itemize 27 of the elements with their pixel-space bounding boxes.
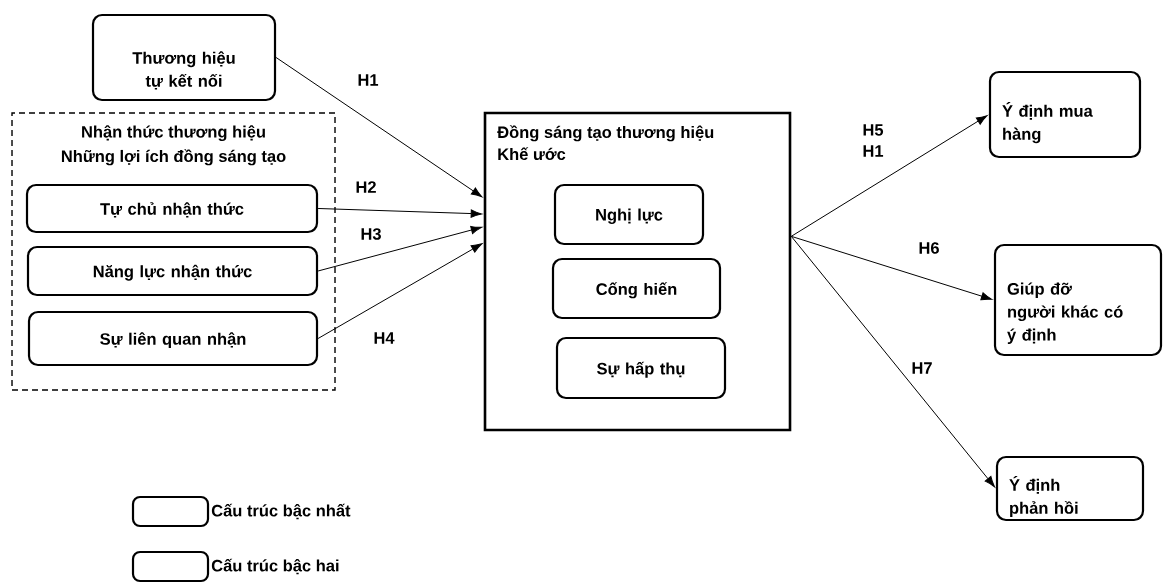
edge-label: H2 xyxy=(354,180,378,194)
hypothesis-label: H1 xyxy=(861,144,885,158)
rounded-box: Ý định phản hồi xyxy=(995,455,1145,522)
edge-label: H6 xyxy=(917,241,941,255)
rounded-box: Năng lực nhận thức xyxy=(26,245,319,297)
rounded-box: Ý định mua hàng xyxy=(988,70,1142,159)
edge-label: H3 xyxy=(359,227,383,241)
rounded-box: Sự liên quan nhận xyxy=(27,310,319,367)
arrow xyxy=(790,235,993,301)
edge-label: H5 xyxy=(861,123,885,137)
edge-label: H1 xyxy=(356,73,380,87)
rounded-box: Nghị lực xyxy=(553,183,705,246)
edge-label: H4 xyxy=(372,331,396,345)
arrow xyxy=(317,208,482,218)
arrow xyxy=(790,115,988,237)
legend-label: Cấu trúc bậc hai xyxy=(211,558,339,575)
rounded-box: Giúp đỡ người khác có ý định xyxy=(993,243,1163,357)
rounded-box: Thương hiệu tự kết nối xyxy=(91,13,277,102)
legend-label: Cấu trúc bậc nhất xyxy=(211,503,351,520)
edge-label: H7 xyxy=(910,361,934,375)
arrow xyxy=(790,235,995,488)
arrow xyxy=(275,57,483,198)
rounded-box: Cống hiến xyxy=(551,257,722,320)
arrow xyxy=(317,243,483,339)
rounded-box: Tự chủ nhận thức xyxy=(25,183,319,234)
rounded-box: Sự hấp thụ xyxy=(555,336,727,400)
arrow xyxy=(317,225,483,272)
